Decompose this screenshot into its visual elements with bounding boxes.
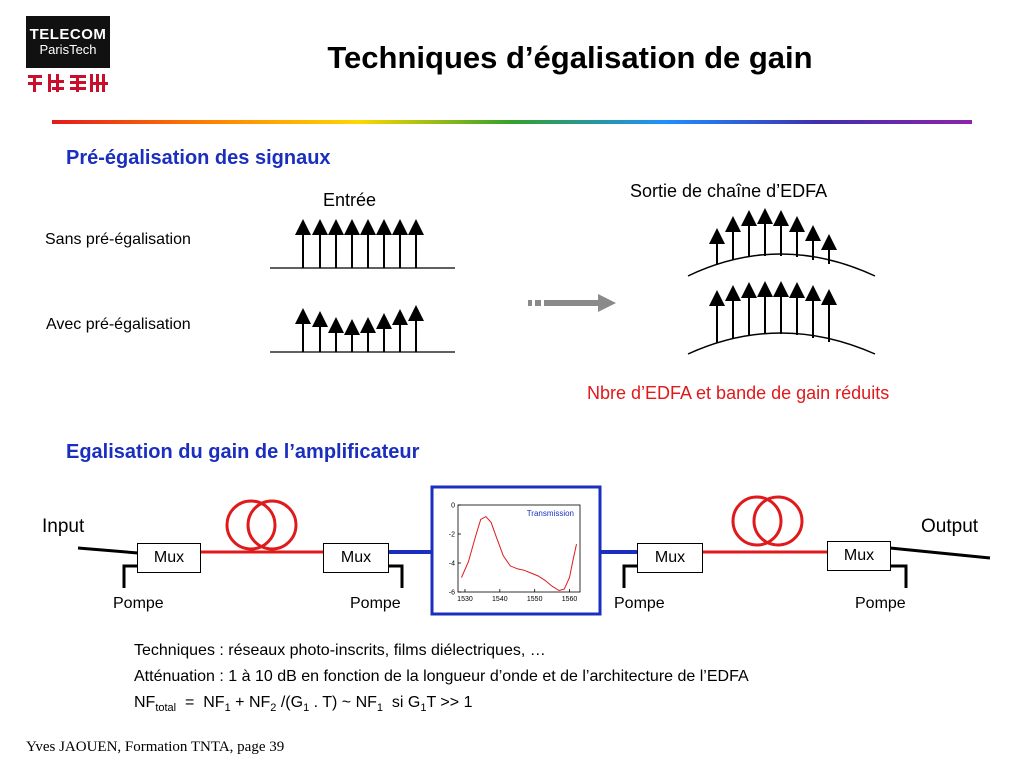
pump-label-1: Pompe [113,595,164,612]
section1-heading: Pré-égalisation des signaux [66,147,331,169]
pump-label-4: Pompe [855,595,906,612]
fiber-coil-1 [225,499,298,551]
x-tick-label: 1530 [457,596,473,603]
output-label: Output [921,516,979,537]
row1-label: Sans pré-égalisation [45,231,191,248]
pump-label-3: Pompe [614,595,665,612]
rainbow-divider [52,120,972,124]
output-arrows-equal [709,281,837,343]
transmission-curve [461,515,577,592]
mux-4: Mux [827,541,891,571]
filter-box [430,485,602,616]
page-title: Techniques d’égalisation de gain [327,40,813,75]
fiber-coil-2 [731,495,804,547]
input-spectrum-label: Entrée [323,190,377,210]
x-tick-label: 1550 [527,596,543,603]
input-fiber [77,546,139,555]
attenuation-line: Atténuation : 1 à 10 dB en fonction de l… [134,668,749,685]
mux-1: Mux [137,543,201,573]
input-label: Input [42,516,85,537]
output-arrows-unequal [709,208,837,265]
section2-heading: Egalisation du gain de l’amplificateur [66,441,420,463]
input-arrows-preequalized [295,305,424,352]
y-tick-label: -6 [449,590,455,597]
logo-chinese-characters [26,72,110,94]
output-fiber [889,546,991,560]
chart-frame [457,504,581,593]
transition-arrow [528,294,616,312]
x-tick-label: 1540 [492,596,508,603]
output-spectrum-label: Sortie de chaîne d’EDFA [630,181,828,201]
input-arrows-flat [295,219,424,268]
y-tick-label: -2 [449,532,455,539]
noise-figure-formula: NFtotal = NF1 + NF2 /(G1 . T) ~ NF1 si G… [134,694,473,715]
footer: Yves JAOUEN, Formation TNTA, page 39 [26,739,285,755]
pump-label-2: Pompe [350,595,401,612]
x-tick-label: 1560 [562,596,578,603]
chart-title: Transmission [527,509,574,518]
y-tick-label: 0 [451,503,455,510]
logo-line2: ParisTech [39,42,97,57]
reduction-note: Nbre d’EDFA et bande de gain réduits [587,383,890,403]
mux-3: Mux [637,543,703,573]
row2-label: Avec pré-égalisation [46,316,191,333]
telecom-logo: TELECOM ParisTech [26,16,110,68]
techniques-line: Techniques : réseaux photo-inscrits, fil… [134,642,546,659]
mux-2: Mux [323,543,389,573]
y-tick-label: -4 [449,561,455,568]
logo-line1: TELECOM [29,26,107,43]
